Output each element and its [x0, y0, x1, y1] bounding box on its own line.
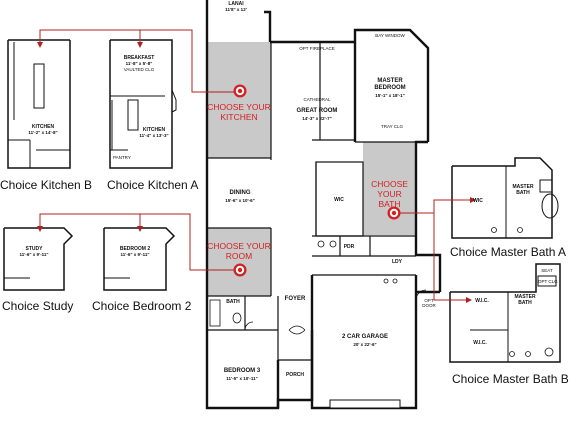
room-bath-main: BATH [226, 299, 240, 305]
breakfast-a-dims: 11'-8" x 5'-8" [125, 61, 153, 66]
kitchen-b-name: KITCHEN [31, 124, 55, 130]
room-master-bedroom-dims: 15'-1" x 18'-1" [375, 93, 405, 98]
room-foyer: FOYER [284, 296, 306, 302]
bedroom2-name: BEDROOM 2 [119, 246, 151, 252]
kitchen-b-label: KITCHEN 11'-2" x 14'-8" [18, 124, 68, 136]
room-garage: 2 CAR GARAGE 20' x 22'-6" [330, 334, 400, 348]
room-garage-name: 2 CAR GARAGE [341, 334, 388, 340]
caption-choice-kitchen-b: Choice Kitchen B [0, 178, 93, 192]
caption-choice-study: Choice Study [2, 299, 74, 313]
choose-room-line2: ROOM [225, 251, 253, 261]
callout-arrowheads [37, 42, 476, 303]
choose-room-label[interactable]: CHOOSE YOUR ROOM [207, 241, 271, 261]
room-wic-main: WIC [334, 197, 344, 203]
choose-kitchen-line1: CHOOSE YOUR [207, 102, 271, 112]
room-great-room-name: GREAT ROOM [296, 108, 338, 114]
bedroom2-dims: 11'-6" x 9'-11" [120, 252, 150, 257]
master-bath-b-label: MASTER BATH [514, 294, 536, 306]
room-porch: PORCH [285, 372, 305, 378]
room-dining: DINING 15'-6" x 10'-6" [212, 190, 268, 204]
choose-bath-label[interactable]: CHOOSE YOUR BATH [363, 179, 416, 209]
kitchen-a-label: KITCHEN 11'-4" x 13'-3" [136, 127, 172, 139]
study-plan [3, 227, 74, 291]
wic-a-label: WIC [473, 198, 483, 204]
bath-target-icon[interactable] [387, 206, 401, 220]
choose-kitchen-label[interactable]: CHOOSE YOUR KITCHEN [207, 102, 271, 122]
bath-highlight [363, 142, 416, 235]
pantry-label: PANTRY [113, 155, 131, 160]
kitchen-b-plan [7, 39, 71, 169]
kitchen-highlight [207, 42, 271, 158]
master-bath-a-label: MASTER BATH [512, 184, 534, 196]
room-garage-dims: 20' x 22'-6" [353, 342, 377, 347]
study-dims: 11'-6" x 9'-11" [19, 252, 49, 257]
master-bath-b-plan [449, 263, 561, 363]
room-opt-door: OPT DOOR [422, 298, 436, 308]
master-bath-a-plan [451, 157, 559, 239]
kitchen-a-plan [109, 39, 177, 169]
choose-bath-line1: CHOOSE YOUR [371, 179, 408, 199]
opt-clg-label: OPT CLG [538, 279, 558, 284]
kitchen-a-name: KITCHEN [142, 127, 166, 133]
study-name: STUDY [25, 246, 43, 252]
room-bay-window: BAY WINDOW [375, 33, 405, 38]
choose-room-line1: CHOOSE YOUR [207, 241, 271, 251]
room-great-room: GREAT ROOM 14'-3" x 22'-7" [285, 108, 349, 122]
room-lanai: LANAI 11'8" x 12' [210, 1, 262, 13]
kitchen-target-icon[interactable] [233, 84, 247, 98]
study-label: STUDY 11'-6" x 9'-11" [6, 246, 62, 258]
room-dining-dims: 15'-6" x 10'-6" [225, 198, 255, 203]
vaulted-label: VAULTED CLG [123, 67, 155, 72]
bedroom2-plan [103, 227, 176, 291]
room-laundry: LDY [392, 259, 402, 265]
seat-label: SEAT [541, 268, 553, 273]
wlc-b2-label: W.I.C. [473, 340, 487, 346]
room-master-bedroom-name: MASTER BEDROOM [374, 78, 406, 91]
room-cathedral: CATHEDRAL [303, 97, 331, 102]
caption-choice-master-bath-a: Choice Master Bath A [450, 245, 567, 259]
kitchen-a-dims: 11'-4" x 13'-3" [139, 133, 169, 138]
caption-choice-bedroom-2: Choice Bedroom 2 [92, 299, 192, 313]
wlc-b1-label: W.I.C. [475, 298, 489, 304]
fixtures [209, 240, 427, 335]
kitchen-b-dims: 11'-2" x 14'-8" [28, 130, 58, 135]
room-dining-name: DINING [229, 190, 251, 196]
choose-bath-line2: BATH [378, 199, 401, 209]
room-target-icon[interactable] [233, 263, 247, 277]
main-plan-interior-walls [207, 42, 428, 361]
caption-choice-kitchen-a: Choice Kitchen A [107, 178, 199, 192]
caption-choice-master-bath-b: Choice Master Bath B [452, 372, 569, 386]
room-lanai-name: LANAI [228, 1, 244, 7]
callout-lines [39, 29, 474, 301]
room-lanai-dims: 11'8" x 12' [225, 7, 247, 12]
room-tray-clg: TRAY CLG [380, 124, 404, 129]
choose-kitchen-line2: KITCHEN [220, 112, 258, 122]
room-pdr: PDR [343, 244, 355, 250]
garage-door [329, 399, 401, 409]
room-bedroom3-name: BEDROOM 3 [223, 368, 261, 374]
bedroom2-label: BEDROOM 2 11'-6" x 9'-11" [106, 246, 164, 258]
room-master-bedroom: MASTER BEDROOM 15'-1" x 18'-1" [360, 78, 420, 99]
breakfast-a-label: BREAKFAST 11'-8" x 5'-8" [112, 55, 166, 67]
room-bedroom3-dims: 11'-5" x 10'-11" [226, 376, 258, 381]
breakfast-a-name: BREAKFAST [123, 55, 155, 61]
room-highlight [207, 228, 271, 296]
room-great-room-dims: 14'-3" x 22'-7" [302, 116, 332, 121]
room-bedroom3: BEDROOM 3 11'-5" x 10'-11" [212, 368, 272, 382]
room-opt-fireplace: OPT FIREPLACE [299, 46, 335, 51]
